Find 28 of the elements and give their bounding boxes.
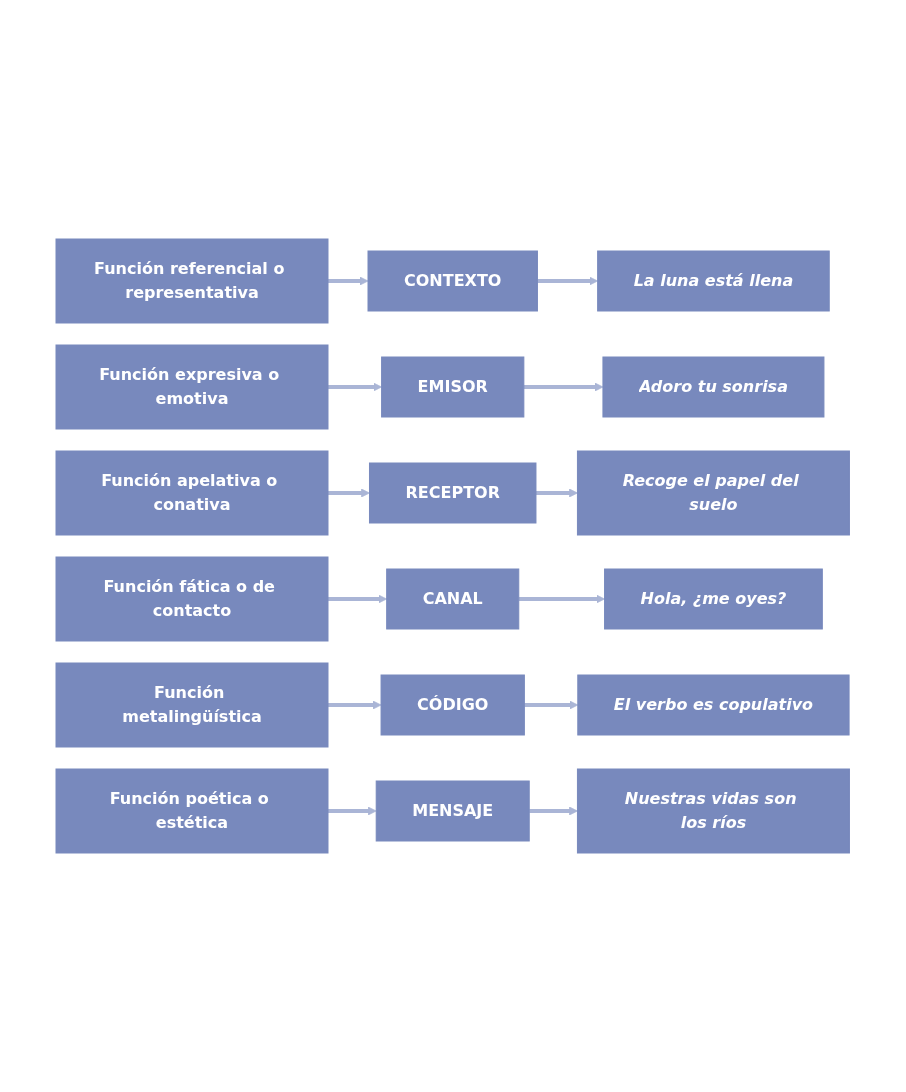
arrow <box>524 700 579 710</box>
arrow <box>328 382 383 392</box>
node-box: MENSAJE <box>376 780 530 842</box>
node-box: Recoge el papel del suelo <box>577 450 851 536</box>
node-box: Nuestras vidas son los ríos <box>577 768 851 854</box>
node-box: CANAL <box>386 568 520 630</box>
node-box: Función fática o de contacto <box>55 556 329 642</box>
arrow <box>529 806 579 816</box>
node-box: La luna está llena <box>597 250 830 312</box>
node-box: Función expresiva o emotiva <box>55 344 329 430</box>
arrow <box>536 488 579 498</box>
arrow <box>537 276 599 286</box>
node-box: Función referencial o representativa <box>55 238 329 324</box>
node-box: Hola, ¿me oyes? <box>604 568 824 630</box>
node-box: RECEPTOR <box>369 462 537 524</box>
arrow <box>328 700 382 710</box>
arrow <box>328 276 369 286</box>
arrow <box>524 382 604 392</box>
arrow <box>519 594 606 604</box>
node-box: El verbo es copulativo <box>577 674 850 736</box>
node-box: CÓDIGO <box>380 674 526 736</box>
node-box: CONTEXTO <box>367 250 539 312</box>
arrow <box>328 806 377 816</box>
node-box: EMISOR <box>381 356 525 418</box>
node-box: Función poética o estética <box>55 768 329 854</box>
node-box: Función metalingüística <box>55 662 329 748</box>
arrow <box>328 594 388 604</box>
node-box: Función apelativa o conativa <box>55 450 329 536</box>
